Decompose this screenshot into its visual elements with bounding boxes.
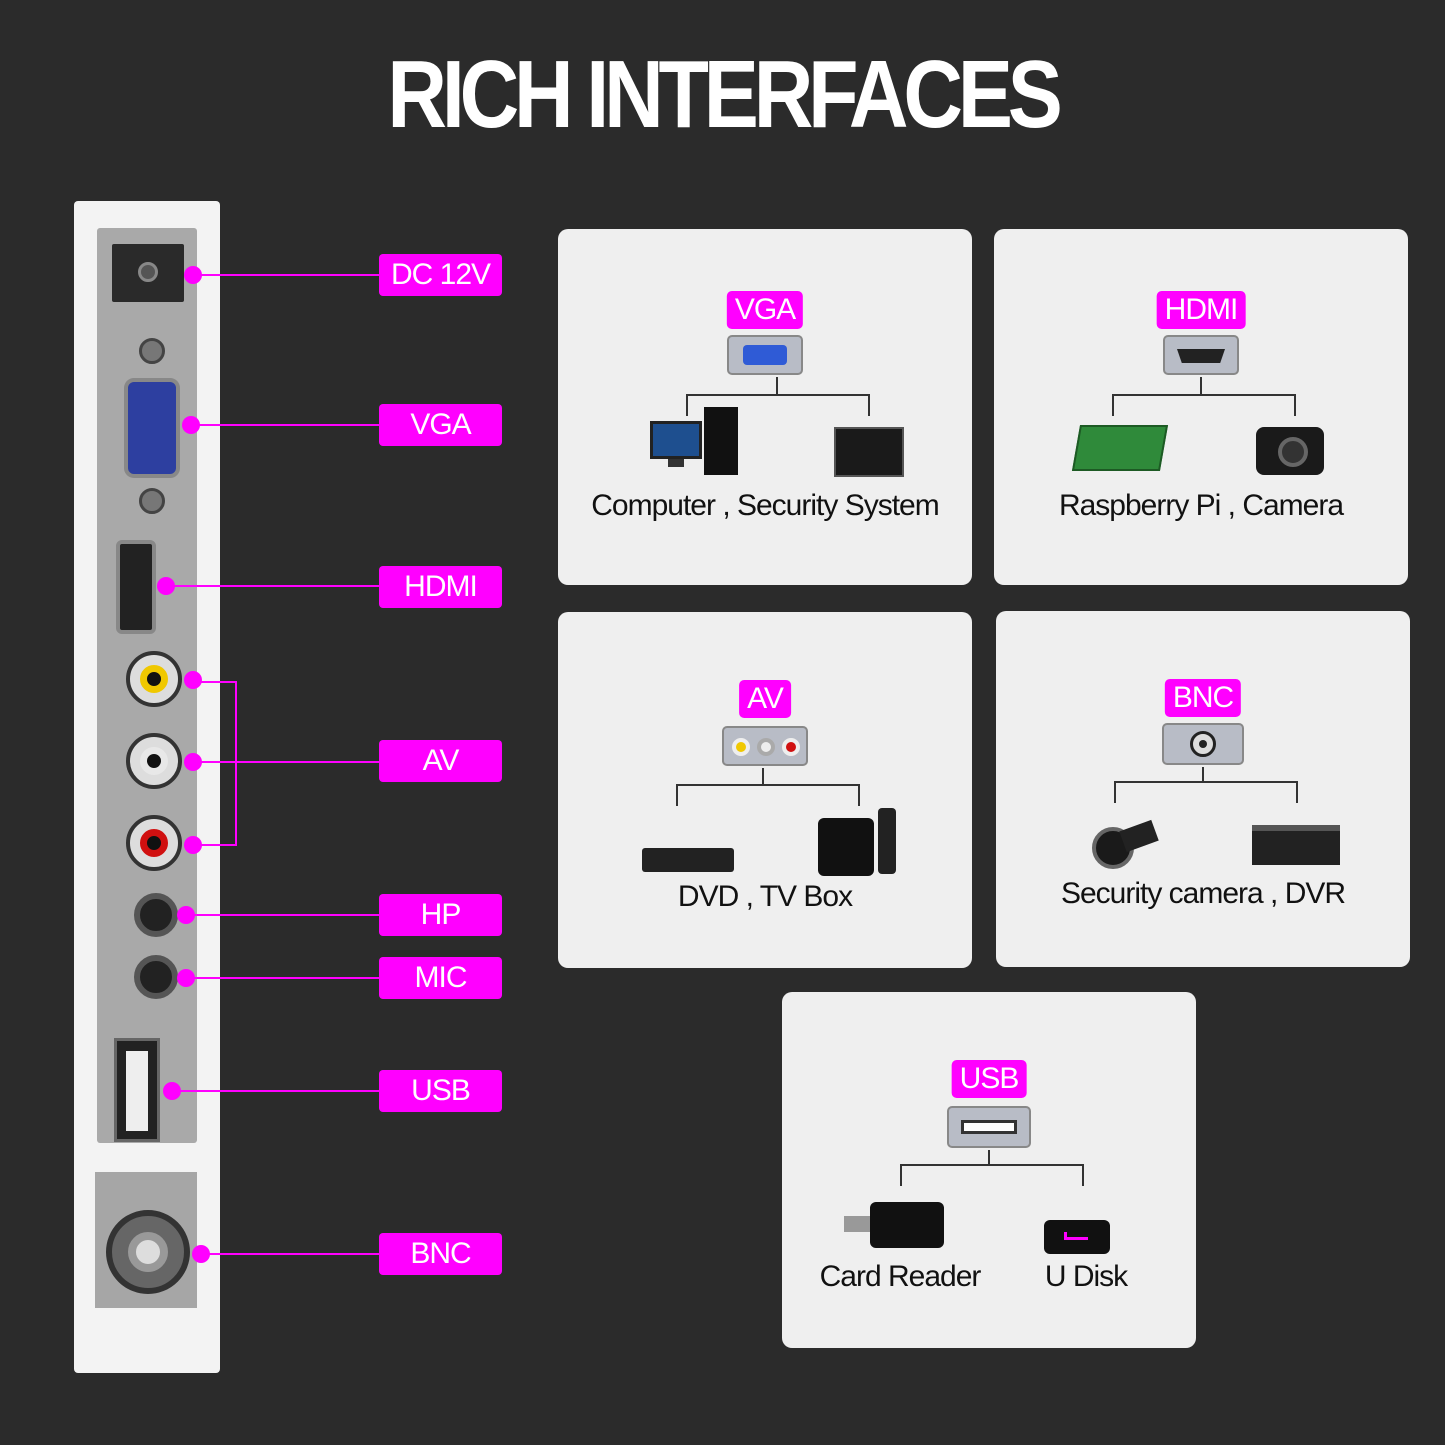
connector-line — [186, 977, 379, 979]
connector-line — [193, 274, 379, 276]
tv-box-icon — [818, 818, 874, 876]
camera-icon — [1256, 427, 1324, 475]
vga-port-icon — [124, 378, 180, 478]
av-tag: AV — [739, 680, 791, 718]
remote-control-icon — [878, 808, 896, 874]
tree-leg — [1082, 1164, 1084, 1186]
hdmi-caption: Raspberry Pi , Camera — [1058, 489, 1344, 522]
bnc-caption: Security camera , DVR — [1060, 877, 1346, 910]
label-bnc: BNC — [379, 1233, 502, 1275]
tree-leg — [1296, 781, 1298, 803]
usb-connector-icon — [947, 1106, 1031, 1148]
dvd-player-icon — [642, 848, 734, 872]
vga-screw-icon — [139, 488, 165, 514]
hdmi-card: HDMI Raspberry Pi , Camera — [994, 229, 1408, 585]
usb-card: USB Card Reader U Disk — [782, 992, 1196, 1348]
bnc-card: BNC Security camera , DVR — [996, 611, 1410, 967]
tree-branch — [676, 784, 860, 786]
connector-line — [191, 424, 379, 426]
tree-leg — [676, 784, 678, 806]
tree-stem — [988, 1150, 990, 1165]
label-usb: USB — [379, 1070, 502, 1112]
card-reader-plug-icon — [844, 1216, 872, 1232]
tree-branch — [686, 394, 870, 396]
label-av: AV — [379, 740, 502, 782]
tree-branch — [900, 1164, 1084, 1166]
usb-tag: USB — [951, 1060, 1027, 1098]
tree-branch — [1114, 781, 1298, 783]
av-connector-icon — [722, 726, 808, 766]
usb-disk-icon — [1044, 1220, 1110, 1254]
vga-caption: Computer , Security System — [591, 489, 939, 522]
connector-line — [201, 1253, 379, 1255]
connector-line — [193, 681, 236, 683]
camera-body-icon — [1119, 819, 1159, 853]
connector-line — [172, 1090, 379, 1092]
label-hp: HP — [379, 894, 502, 936]
raspberry-pi-icon — [1071, 425, 1169, 471]
bnc-port-icon — [106, 1210, 190, 1294]
label-mic: MIC — [379, 957, 502, 999]
vga-screw-icon — [139, 338, 165, 364]
u-disk-caption: U Disk — [1044, 1260, 1128, 1293]
label-hdmi: HDMI — [379, 566, 502, 608]
tree-leg — [900, 1164, 902, 1186]
vga-tag: VGA — [726, 291, 804, 329]
bnc-tag: BNC — [1164, 679, 1242, 717]
page-title: RICH INTERFACES — [387, 41, 1062, 148]
security-system-icon — [834, 427, 904, 477]
av-card: AV DVD , TV Box — [558, 612, 972, 968]
pc-tower-icon — [704, 407, 738, 475]
dvr-icon — [1252, 825, 1340, 865]
tree-leg — [868, 394, 870, 416]
connector-line — [166, 585, 379, 587]
computer-monitor-icon — [650, 421, 702, 459]
connector-bracket — [235, 681, 237, 846]
hdmi-tag: HDMI — [1156, 291, 1246, 329]
connector-line — [193, 844, 236, 846]
tree-leg — [1294, 394, 1296, 416]
tree-stem — [1200, 377, 1202, 395]
monitor-stand-icon — [668, 459, 684, 467]
connector-dot — [184, 671, 202, 689]
tree-stem — [762, 768, 764, 785]
av-white-port-icon — [126, 733, 182, 789]
bnc-connector-icon — [1162, 723, 1244, 765]
dc-port-icon — [112, 244, 184, 302]
tree-leg — [858, 784, 860, 806]
tree-leg — [686, 394, 688, 416]
tree-stem — [1202, 767, 1204, 782]
av-yellow-port-icon — [126, 651, 182, 707]
card-reader-caption: Card Reader — [819, 1260, 982, 1293]
av-red-port-icon — [126, 815, 182, 871]
vga-card: VGA Computer , Security System — [558, 229, 972, 585]
label-dc: DC 12V — [379, 254, 502, 296]
hdmi-connector-icon — [1163, 335, 1239, 375]
tree-stem — [776, 377, 778, 395]
label-vga: VGA — [379, 404, 502, 446]
tree-leg — [1112, 394, 1114, 416]
vga-connector-icon — [727, 335, 803, 375]
connector-line — [193, 761, 379, 763]
mic-jack-icon — [134, 955, 178, 999]
tree-leg — [1114, 781, 1116, 803]
tree-branch — [1112, 394, 1296, 396]
connector-line — [186, 914, 379, 916]
av-caption: DVD , TV Box — [677, 880, 853, 913]
hdmi-port-icon — [116, 540, 156, 634]
hp-jack-icon — [134, 893, 178, 937]
usb-port-icon — [114, 1038, 160, 1142]
card-reader-icon — [870, 1202, 944, 1248]
